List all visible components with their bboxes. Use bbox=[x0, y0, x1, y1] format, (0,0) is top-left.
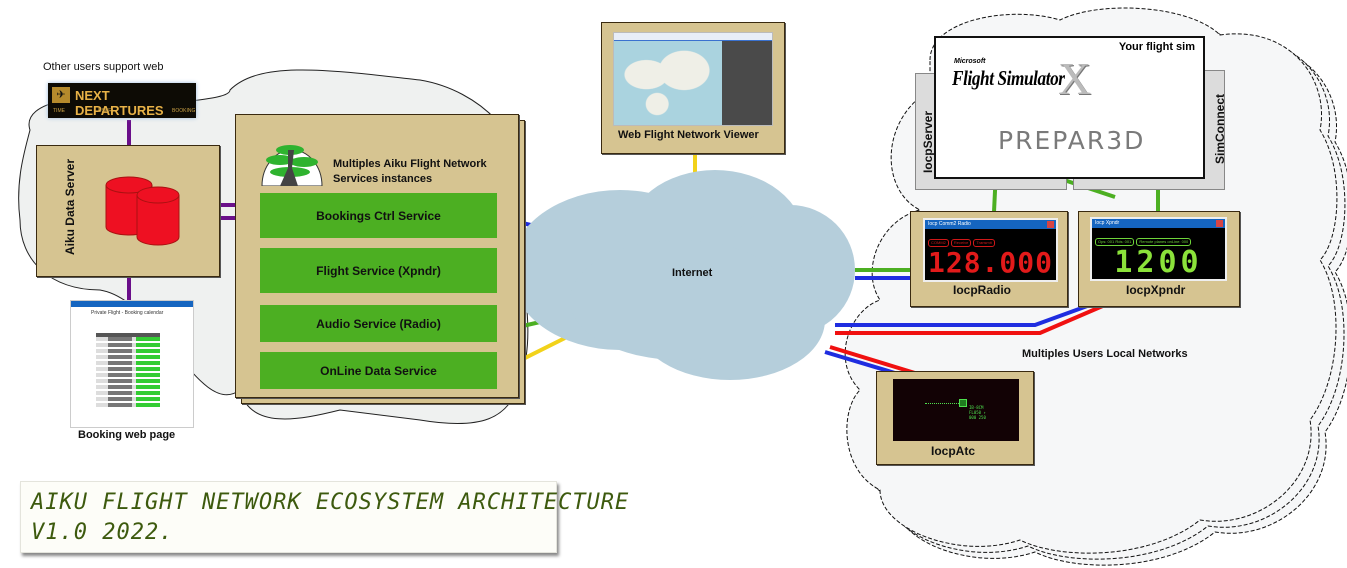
booking-window-titlebar bbox=[71, 301, 193, 307]
booking-calendar-header bbox=[96, 333, 160, 337]
bookings-ctrl-service[interactable]: Bookings Ctrl Service bbox=[260, 193, 497, 238]
fsx-logo-x: X bbox=[1058, 53, 1092, 104]
departures-col-time: TIME bbox=[53, 108, 65, 114]
departures-col-user: USER bbox=[98, 108, 112, 114]
radio-close-icon[interactable] bbox=[1047, 221, 1054, 228]
flight-sim-box[interactable]: Your flight sim Microsoft Flight Simulat… bbox=[934, 36, 1205, 179]
xpndr-remote-status: Remote planes onLine: 000 bbox=[1136, 238, 1192, 246]
booking-calendar-grid bbox=[96, 335, 160, 407]
other-users-label: Other users support web bbox=[43, 61, 164, 73]
iocp-radio-label: IocpRadio bbox=[953, 283, 1012, 297]
web-viewer-panel bbox=[722, 41, 772, 125]
diagram-title-box: AIKU FLIGHT NETWORK ECOSYSTEM ARCHITECTU… bbox=[20, 481, 628, 553]
atc-aircraft-icon bbox=[959, 399, 967, 407]
atc-tag: IB-8CM FL050 ↑ 000 250 bbox=[969, 405, 986, 420]
aiku-bonsai-logo bbox=[261, 145, 323, 186]
xpndr-ops-status: Ops: 001 Rds: 001 bbox=[1095, 238, 1135, 246]
radio-titlebar: Iocp Comm2 Radio bbox=[925, 220, 1056, 229]
iocp-atc-label: IocpAtc bbox=[931, 444, 976, 458]
plane-departure-icon: ✈ bbox=[52, 87, 70, 103]
blue-xpndr-link bbox=[835, 303, 1091, 327]
red-atc-link bbox=[829, 345, 916, 375]
radio-window-title: Iocp Comm2 Radio bbox=[928, 221, 971, 227]
local-networks-label: Multiples Users Local Networks bbox=[1022, 348, 1188, 360]
fsx-logo-text: Flight Simulator bbox=[952, 66, 1065, 90]
departures-col-booking: BOOKING bbox=[172, 108, 196, 114]
blue-atc-link bbox=[824, 350, 896, 375]
booking-web-page-label: Booking web page bbox=[78, 429, 176, 441]
atc-tag-level: FL050 ↑ bbox=[969, 410, 986, 415]
diagram-title-line2: V1.0 2022. bbox=[31, 520, 174, 545]
atc-tag-speed: 000 250 bbox=[969, 415, 986, 420]
database-icon bbox=[105, 176, 180, 246]
atc-track-dots bbox=[925, 403, 965, 405]
prepar3d-logo-text: PREPAR3D bbox=[998, 126, 1146, 155]
diagram-title-line1: AIKU FLIGHT NETWORK ECOSYSTEM ARCHITECTU… bbox=[31, 490, 630, 515]
flight-sim-label: Your flight sim bbox=[1118, 41, 1195, 53]
internet-label: Internet bbox=[672, 267, 713, 279]
xpndr-titlebar: Iocp Xpndr bbox=[1092, 219, 1225, 228]
xpndr-close-icon[interactable] bbox=[1216, 220, 1223, 227]
radio-btn-transmit[interactable]: Transmit bbox=[973, 239, 995, 247]
iocp-atc-radar-screen[interactable]: IB-8CM FL050 ↑ 000 250 bbox=[893, 379, 1019, 441]
departures-heading: NEXT DEPARTURES bbox=[75, 88, 164, 118]
iocpserver-label: IocpServer bbox=[921, 110, 935, 174]
flight-service-xpndr[interactable]: Flight Service (Xpndr) bbox=[260, 248, 497, 293]
online-data-service[interactable]: OnLine Data Service bbox=[260, 352, 497, 389]
xpndr-window-title: Iocp Xpndr bbox=[1095, 220, 1120, 226]
radio-btn-comm2[interactable]: COMM2 bbox=[928, 239, 949, 247]
web-viewer-label: Web Flight Network Viewer bbox=[618, 129, 759, 141]
booking-web-page-screenshot[interactable]: Private Flight - Booking calendar bbox=[70, 300, 194, 428]
aiku-data-server-label: Aiku Data Server bbox=[63, 158, 77, 256]
atc-tag-callsign: IB-8CM bbox=[969, 405, 984, 410]
radio-frequency-display: 128.000 bbox=[927, 246, 1053, 279]
diagram-title: AIKU FLIGHT NETWORK ECOSYSTEM ARCHITECTU… bbox=[31, 488, 629, 548]
web-viewer-map bbox=[614, 41, 722, 125]
iocp-xpndr-label: IocpXpndr bbox=[1126, 283, 1186, 297]
web-viewer-browser-bar bbox=[614, 33, 772, 41]
audio-service-radio[interactable]: Audio Service (Radio) bbox=[260, 305, 497, 342]
web-viewer-screenshot[interactable] bbox=[613, 32, 773, 126]
simconnect-label: SimConnect bbox=[1213, 94, 1227, 165]
red-xpndr-link bbox=[835, 303, 1106, 335]
booking-page-heading: Private Flight - Booking calendar bbox=[91, 310, 164, 316]
microsoft-label: Microsoft bbox=[954, 58, 986, 65]
xpndr-code-display: 1200 bbox=[1114, 245, 1203, 280]
radio-btn-receive[interactable]: Receive bbox=[950, 239, 972, 247]
services-heading: Multiples Aiku Flight Network Services i… bbox=[333, 158, 487, 185]
departures-board[interactable]: ✈ NEXT DEPARTURES TIME USER BOOKING bbox=[48, 83, 196, 118]
internet-cloud bbox=[510, 170, 855, 380]
